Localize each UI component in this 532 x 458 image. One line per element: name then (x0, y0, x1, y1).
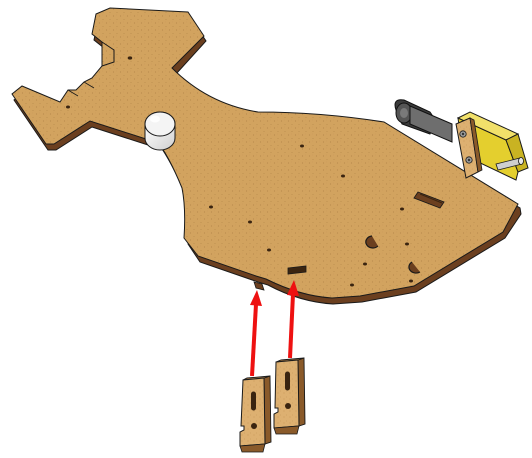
bracket-part-left (240, 376, 271, 452)
ball-caster (145, 112, 175, 150)
bracket-part-right (274, 358, 305, 434)
chassis-base-plate (12, 8, 521, 304)
motor-can (410, 106, 452, 142)
arrow-right (287, 280, 299, 358)
base-plate-top (12, 8, 518, 298)
arrow-left (250, 290, 262, 376)
